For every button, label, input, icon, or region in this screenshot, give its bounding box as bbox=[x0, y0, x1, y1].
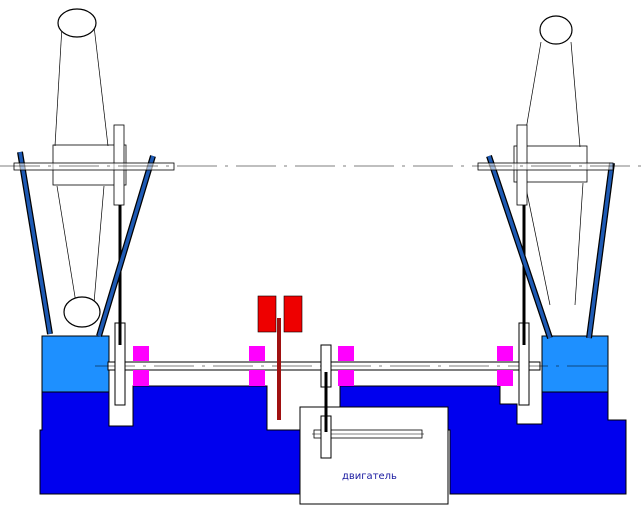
red-block-right bbox=[283, 295, 303, 333]
upper-shaft-left bbox=[13, 162, 175, 171]
main-shaft bbox=[95, 361, 612, 371]
bearing-left-1 bbox=[133, 346, 149, 386]
bearing-right-2 bbox=[497, 346, 513, 386]
motor-label: двигатель bbox=[342, 471, 397, 482]
red-block-left bbox=[257, 295, 277, 333]
pulley-icon bbox=[63, 296, 101, 328]
pulley-icon bbox=[57, 8, 97, 38]
left-upper-assembly bbox=[17, 25, 156, 337]
red-lever bbox=[277, 318, 281, 420]
pulley-icon bbox=[539, 15, 573, 45]
upper-shaft-right bbox=[477, 162, 614, 171]
motor-shaft bbox=[312, 415, 424, 459]
bearing-left-2 bbox=[249, 346, 265, 386]
right-housing bbox=[541, 335, 609, 393]
left-housing bbox=[41, 335, 110, 393]
right-upper-assembly bbox=[486, 41, 615, 339]
bearing-right-1 bbox=[338, 346, 354, 386]
